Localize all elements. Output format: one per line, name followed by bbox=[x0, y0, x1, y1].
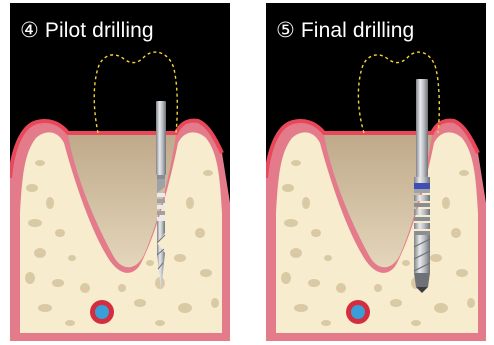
final-drilling-illustration bbox=[266, 3, 486, 341]
panel-title: ④ Pilot drilling bbox=[20, 19, 154, 43]
step-title: Pilot drilling bbox=[45, 19, 154, 42]
nerve-canal-core bbox=[95, 305, 109, 319]
panel-title: ⑤ Final drilling bbox=[276, 19, 414, 43]
pilot-drilling-illustration bbox=[10, 3, 230, 341]
nerve-canal-core bbox=[351, 305, 365, 319]
pilot-drilling-panel: ④ Pilot drilling bbox=[10, 3, 230, 341]
step-title: Final drilling bbox=[301, 19, 414, 42]
final-drilling-panel: ⑤ Final drilling bbox=[266, 3, 486, 341]
step-number: ④ bbox=[20, 19, 39, 42]
final-drill bbox=[414, 79, 430, 293]
step-number: ⑤ bbox=[276, 19, 295, 42]
